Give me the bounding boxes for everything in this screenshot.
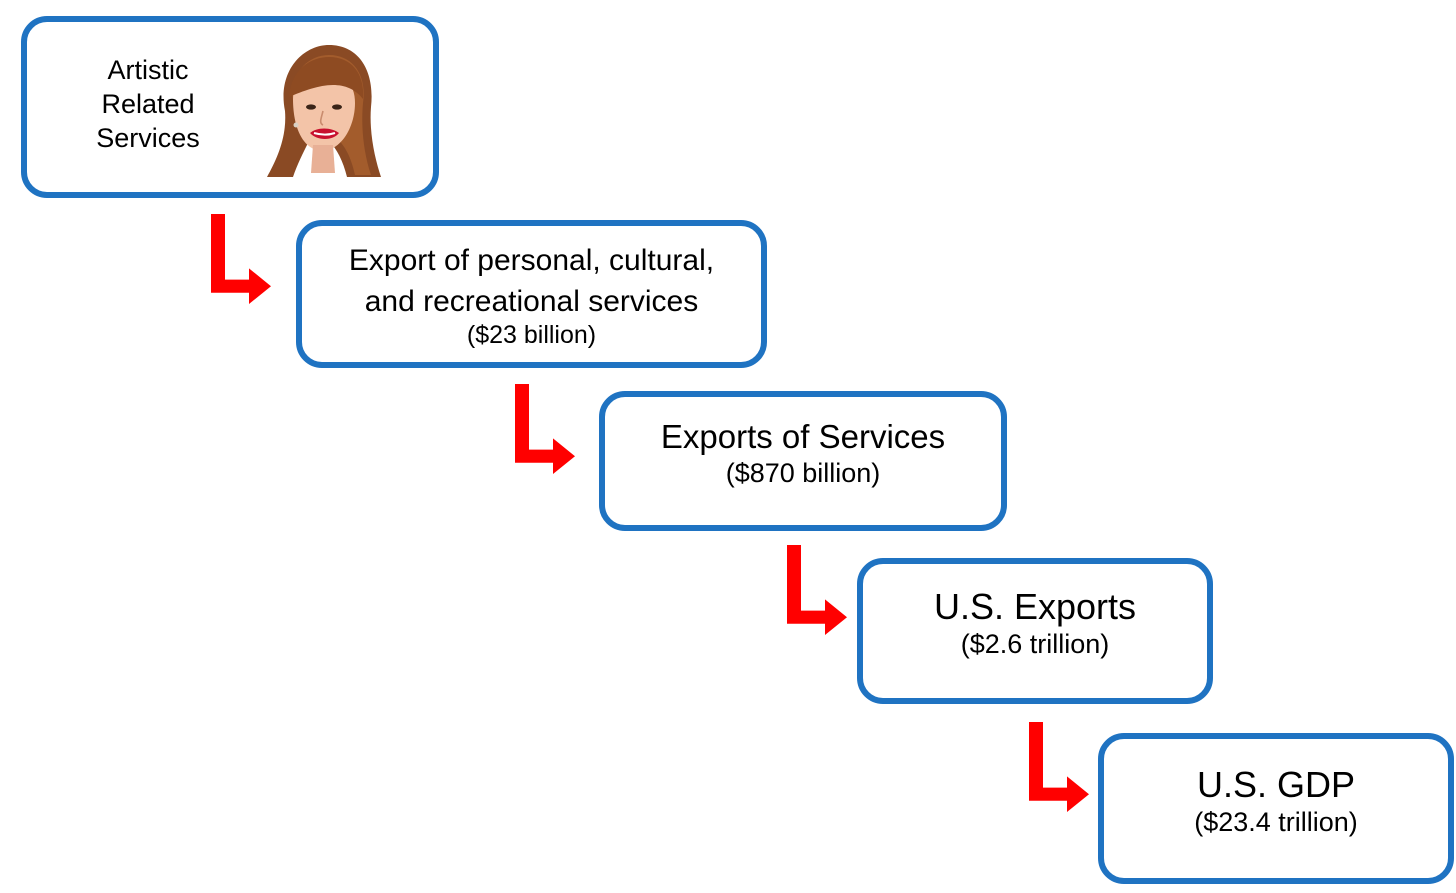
step-label-line-2: Related <box>101 89 195 119</box>
step-value: ($2.6 trillion) <box>960 629 1110 659</box>
step-box-us-gdp: U.S. GDP ($23.4 trillion) <box>1098 733 1454 884</box>
elbow-arrow-icon <box>211 214 271 304</box>
elbow-arrow-icon <box>515 384 575 474</box>
step-box-personal-cultural-recreational: Export of personal, cultural, and recrea… <box>296 220 767 368</box>
step-title: Exports of Services <box>660 418 946 455</box>
step-box-us-exports: U.S. Exports ($2.6 trillion) <box>857 558 1213 704</box>
step-value: ($23 billion) <box>466 321 597 349</box>
step-title: U.S. Exports <box>933 586 1137 627</box>
step-label-line-3: Services <box>96 123 200 153</box>
step-value: ($23.4 trillion) <box>1194 806 1358 837</box>
step-label: Artistic Related Services <box>33 53 263 155</box>
step-box-artistic-related-services: Artistic Related Services <box>21 16 439 198</box>
step-box-exports-of-services: Exports of Services ($870 billion) <box>599 391 1007 531</box>
performer-portrait-image <box>267 45 381 177</box>
step-title: U.S. GDP <box>1196 763 1356 805</box>
step-title-line-1: Export of personal, cultural, <box>348 244 715 277</box>
step-value: ($870 billion) <box>725 458 881 488</box>
step-label-line-1: Artistic <box>107 55 189 85</box>
step-title-line-2: and recreational services <box>364 285 699 318</box>
elbow-arrow-icon <box>787 545 847 635</box>
elbow-arrow-icon <box>1029 722 1089 812</box>
